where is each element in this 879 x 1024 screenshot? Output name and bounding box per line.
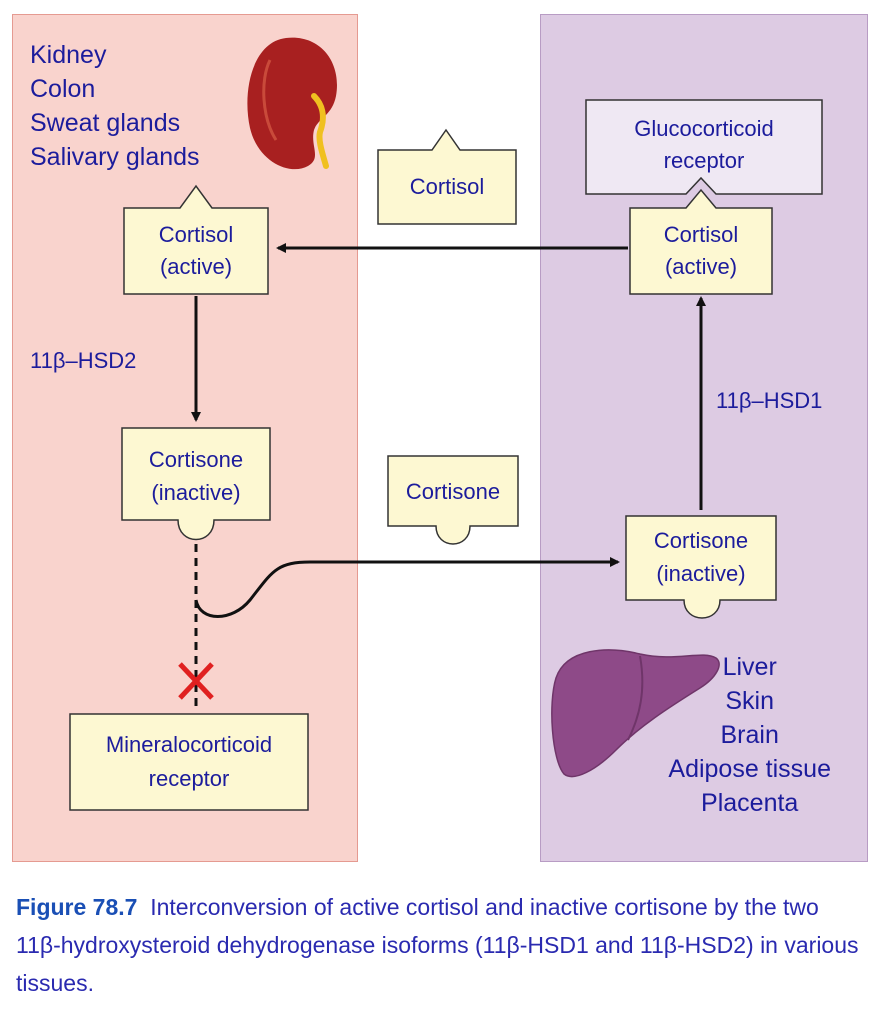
caption-figure-number: Figure 78.7 [16, 894, 138, 920]
cortisol-left-line1: Cortisol [159, 222, 234, 247]
arrow-cortisone-to-right [194, 557, 620, 618]
mineralocorticoid-receptor-box: Mineralocorticoid receptor [69, 713, 309, 811]
liver-tissue-list: Liver Skin Brain Adipose tissue Placenta [668, 650, 831, 820]
tissue-kidney: Kidney [30, 41, 107, 69]
glucocorticoid-line1: Glucocorticoid [634, 116, 773, 141]
enzyme-hsd2-label: 11β–HSD2 [30, 348, 136, 373]
kidney-tissue-list: Kidney Colon Sweat glands Salivary gland… [30, 38, 200, 174]
cortisol-left-line2: (active) [160, 254, 232, 279]
enzyme-hsd1-label: 11β–HSD1 [716, 388, 822, 413]
cortisone-left-line2: (inactive) [151, 480, 240, 505]
mineralocorticoid-line2: receptor [149, 766, 230, 791]
kidney-icon [247, 37, 337, 170]
glucocorticoid-line2: receptor [664, 148, 745, 173]
cortisol-floating-box: Cortisol [377, 128, 517, 225]
cortisol-right-line1: Cortisol [664, 222, 739, 247]
tissue-skin: Skin [725, 687, 775, 715]
tissue-salivary-glands: Salivary glands [30, 143, 200, 171]
cortisone-right-line1: Cortisone [654, 528, 748, 553]
tissue-brain: Brain [720, 721, 779, 749]
mineralocorticoid-line1: Mineralocorticoid [106, 732, 272, 757]
tissue-sweat-glands: Sweat glands [30, 109, 181, 137]
cortisone-floating-box: Cortisone [387, 455, 519, 545]
figure-caption: Figure 78.7 Interconversion of active co… [16, 888, 866, 1002]
cortisol-active-right-box: Cortisol (active) [629, 188, 773, 295]
cortisone-inactive-right-box: Cortisone (inactive) [625, 515, 777, 619]
tissue-placenta: Placenta [701, 789, 799, 817]
caption-text: Interconversion of active cortisol and i… [16, 894, 859, 996]
cortisol-right-line2: (active) [665, 254, 737, 279]
block-x-icon [178, 662, 214, 700]
liver-icon [551, 649, 720, 778]
cortisol-floating-label: Cortisol [410, 174, 485, 199]
cortisol-active-left-box: Cortisol (active) [123, 184, 269, 295]
tissue-colon: Colon [30, 75, 96, 103]
tissue-liver: Liver [722, 653, 777, 681]
glucocorticoid-receptor-box: Glucocorticoid receptor [585, 99, 823, 195]
tissue-adipose: Adipose tissue [668, 755, 831, 783]
cortisone-floating-label: Cortisone [406, 479, 500, 504]
cortisone-left-line1: Cortisone [149, 447, 243, 472]
cortisone-inactive-left-box: Cortisone (inactive) [121, 427, 271, 541]
cortisone-right-line2: (inactive) [656, 561, 745, 586]
